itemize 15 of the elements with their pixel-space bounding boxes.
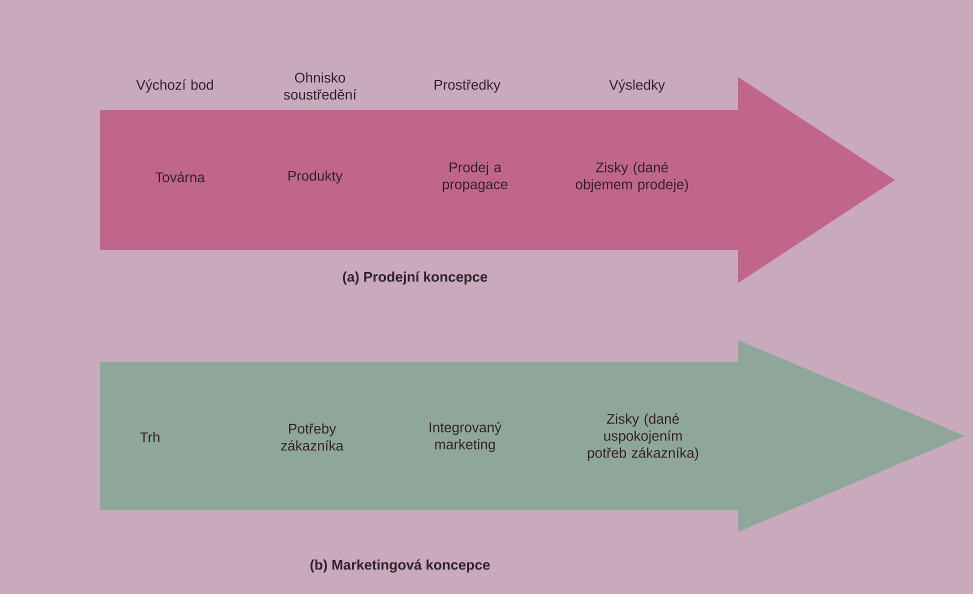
arrow-text: Potřeby zákazníka [281,423,344,451]
column-heading: Ohnisko soustředění [284,72,356,100]
column-heading: Výsledky [609,79,665,93]
arrow-text: Továrna [155,172,205,182]
arrow-text: Zisky (dané objemem prodeje) [576,162,688,192]
arrow-text: Produkty [288,170,343,184]
arrow-text: Prodej a propagace [442,162,508,192]
panel-title: (a) Prodejní koncepce [342,271,488,285]
arrow-text: Integrovaný marketing [430,422,502,452]
panel-title: (b) Marketingová koncepce [310,559,490,573]
arrow-text: Trh [140,432,160,442]
column-heading: Výchozí bod [136,79,213,93]
column-heading: Prostředky [434,79,500,93]
arrow-text: Zisky (dané uspokojením potřeb zákazníka) [588,413,698,461]
process-arrow [100,340,966,532]
